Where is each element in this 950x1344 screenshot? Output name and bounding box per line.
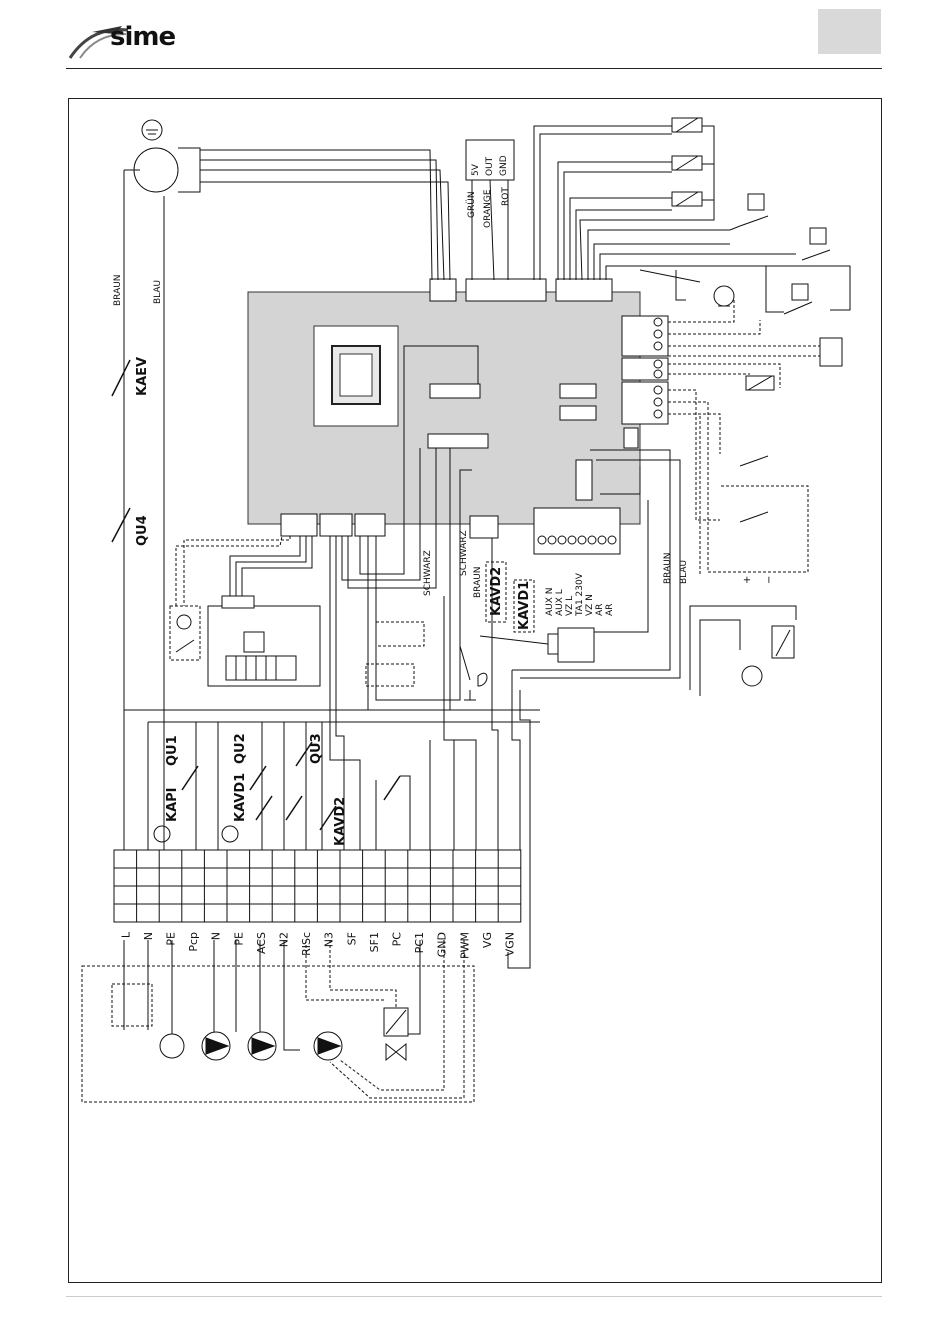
board-connector: [556, 279, 612, 301]
terminal-label: ACS: [255, 932, 268, 954]
terminal-label: L: [119, 931, 132, 938]
component-label-kavd2: KAVD2: [333, 797, 348, 846]
board-connector: [430, 279, 456, 301]
sensor-pin-label: OUT: [485, 156, 495, 176]
terminal-label: SF1: [368, 932, 381, 952]
board-connector: [428, 434, 488, 448]
terminal-label: PWM: [458, 932, 471, 959]
aux-terminal-label: AUX L: [555, 589, 565, 616]
aux-terminal-label: AR: [595, 604, 605, 616]
relay-box: [366, 664, 414, 686]
board-connector: [320, 514, 352, 536]
terminal-label: PC: [391, 932, 404, 947]
wire-label-gruen: GRÜN: [466, 191, 477, 218]
aux-terminal-label: VZ N: [585, 594, 595, 616]
wire-label-braun: BRAUN: [663, 552, 673, 584]
component-label-qu2: QU2: [233, 733, 248, 764]
earth-icon: [160, 1034, 184, 1058]
component-label-qu4: QU4: [135, 515, 150, 546]
component-label-qu1: QU1: [165, 735, 180, 766]
polarity-label-plus: +: [742, 576, 753, 584]
component-label-kaev: KAEV: [135, 357, 150, 396]
wire-label-schwarz: SCHWARZ: [423, 550, 433, 596]
wire-label-braun: BRAUN: [473, 566, 483, 598]
sensor-pin-label: 5V: [471, 163, 481, 176]
ignition-transformer: [558, 628, 594, 662]
component-label-kavd1: KAVD1: [233, 773, 248, 822]
component-label-kavd1: KAVD1: [517, 581, 532, 630]
terminal-label: N: [210, 932, 223, 940]
temperature-sensors: [534, 118, 714, 280]
pump-icons: [202, 1032, 342, 1060]
wire-label-braun: BRAUN: [113, 274, 123, 306]
terminal-label: N3: [323, 932, 336, 947]
display-screen: [340, 354, 372, 396]
external-wiring: [668, 300, 820, 574]
wire-label-blau: BLAU: [679, 560, 689, 584]
terminal-label: GND: [436, 932, 449, 957]
board-connector: [470, 516, 498, 538]
component-label-qu3: QU3: [309, 733, 324, 764]
fuse: [560, 406, 596, 420]
wire-label-blau: BLAU: [153, 280, 163, 304]
terminal-label: N: [142, 932, 155, 940]
wire-label-orange: ORANGE: [483, 189, 493, 228]
gas-valve-earth: [742, 666, 762, 686]
board-connector: [281, 514, 317, 536]
pressure-transducer: [170, 606, 200, 660]
terminal-label: VG: [481, 932, 494, 948]
terminal-label: Pcp: [187, 932, 200, 952]
external-module: [820, 338, 842, 366]
board-connector: [466, 279, 546, 301]
wire-label-rot: ROT: [501, 187, 511, 206]
component-label-kapi: KAPI: [165, 788, 180, 823]
qu4-switch: [112, 508, 130, 542]
fan-housing: [178, 148, 200, 192]
earth-icon: [222, 826, 238, 842]
board-connector: [624, 428, 638, 448]
room-thermostat: [740, 512, 768, 522]
board-connector: [576, 460, 592, 500]
component-label-kavd2: KAVD2: [489, 567, 504, 616]
room-thermostat: [740, 456, 768, 466]
earth-icon: [154, 826, 170, 842]
terminal-label: PE: [165, 932, 178, 946]
relay-box: [376, 622, 424, 646]
board-connector: [430, 384, 480, 398]
sensor-pin-label: GND: [499, 155, 509, 176]
terminal-label: PE: [232, 932, 245, 946]
aux-terminal-label: VZ L: [565, 596, 575, 616]
aux-terminal-label: TA1 230V: [575, 572, 585, 617]
aux-terminal-label: AR: [605, 604, 615, 616]
ignition-electrode: [478, 673, 487, 686]
fan-motor: [134, 148, 178, 192]
board-connector: [355, 514, 385, 536]
fuse: [560, 384, 596, 398]
kaev-switch: [112, 360, 130, 396]
polarity-label-minus: −: [764, 576, 775, 584]
terminal-label: VGN: [504, 932, 517, 956]
terminal-label: RISc: [300, 932, 313, 956]
mains-switch: [112, 984, 152, 1026]
aux-terminal-strip: [534, 508, 620, 554]
wire-label-schwarz: SCHWARZ: [459, 530, 469, 576]
terminal-label: SF: [345, 932, 358, 945]
aux-terminal-label: AUX N: [545, 587, 555, 616]
